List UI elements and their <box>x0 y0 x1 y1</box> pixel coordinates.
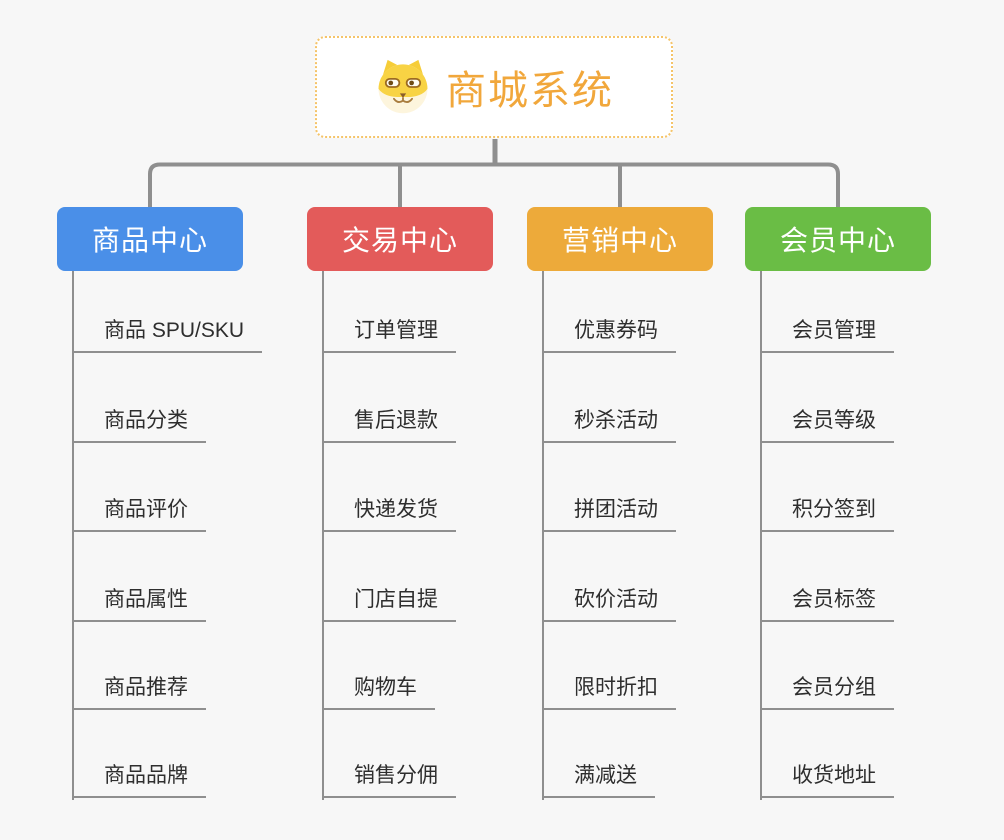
branch-children-trade-center: 订单管理 售后退款 快递发货 门店自提 购物车 销售分佣 <box>322 271 562 800</box>
branch-node-product-center[interactable]: 商品中心 <box>57 207 243 271</box>
leaf-item-product-attribute[interactable]: 商品属性 <box>74 586 206 622</box>
root-title: 商城系统 <box>446 69 614 113</box>
branch-children-member-center: 会员管理 会员等级 积分签到 会员标签 会员分组 收货地址 <box>760 271 1000 800</box>
leaf-item-product-review[interactable]: 商品评价 <box>74 496 206 532</box>
branch-node-trade-center[interactable]: 交易中心 <box>307 207 493 271</box>
leaf-item-product-brand[interactable]: 商品品牌 <box>74 762 206 798</box>
branch-node-marketing-center[interactable]: 营销中心 <box>527 207 713 271</box>
leaf-item-member-level[interactable]: 会员等级 <box>762 407 894 443</box>
leaf-item-member-group[interactable]: 会员分组 <box>762 674 894 710</box>
branch-children-product-center: 商品 SPU/SKU 商品分类 商品评价 商品属性 商品推荐 商品品牌 <box>72 271 312 800</box>
leaf-item-member-tag[interactable]: 会员标签 <box>762 586 894 622</box>
leaf-item-store-pickup[interactable]: 门店自提 <box>324 586 456 622</box>
leaf-item-sales-commission[interactable]: 销售分佣 <box>324 762 456 798</box>
leaf-item-aftersale-refund[interactable]: 售后退款 <box>324 407 456 443</box>
branch-children-marketing-center: 优惠券码 秒杀活动 拼团活动 砍价活动 限时折扣 满减送 <box>542 271 782 800</box>
branch-node-member-center[interactable]: 会员中心 <box>745 207 931 271</box>
leaf-item-product-category[interactable]: 商品分类 <box>74 407 206 443</box>
leaf-item-shipping-address[interactable]: 收货地址 <box>762 762 894 798</box>
leaf-item-member-management[interactable]: 会员管理 <box>762 317 894 353</box>
leaf-item-bargain-activity[interactable]: 砍价活动 <box>544 586 676 622</box>
leaf-item-shopping-cart[interactable]: 购物车 <box>324 674 435 710</box>
leaf-item-limited-time-discount[interactable]: 限时折扣 <box>544 674 676 710</box>
leaf-item-points-checkin[interactable]: 积分签到 <box>762 496 894 532</box>
leaf-item-product-spu-sku[interactable]: 商品 SPU/SKU <box>74 317 263 353</box>
leaf-item-product-recommend[interactable]: 商品推荐 <box>74 674 206 710</box>
root-node-mall-system[interactable]: 商城系统 <box>315 36 673 138</box>
leaf-item-group-buy[interactable]: 拼团活动 <box>544 496 676 532</box>
leaf-item-express-shipping[interactable]: 快递发货 <box>324 496 456 532</box>
leaf-item-order-management[interactable]: 订单管理 <box>324 317 456 353</box>
leaf-item-flash-sale[interactable]: 秒杀活动 <box>544 407 676 443</box>
doge-icon <box>378 59 428 114</box>
leaf-item-spend-and-save[interactable]: 满减送 <box>544 762 655 798</box>
leaf-item-coupon-code[interactable]: 优惠券码 <box>544 317 676 353</box>
